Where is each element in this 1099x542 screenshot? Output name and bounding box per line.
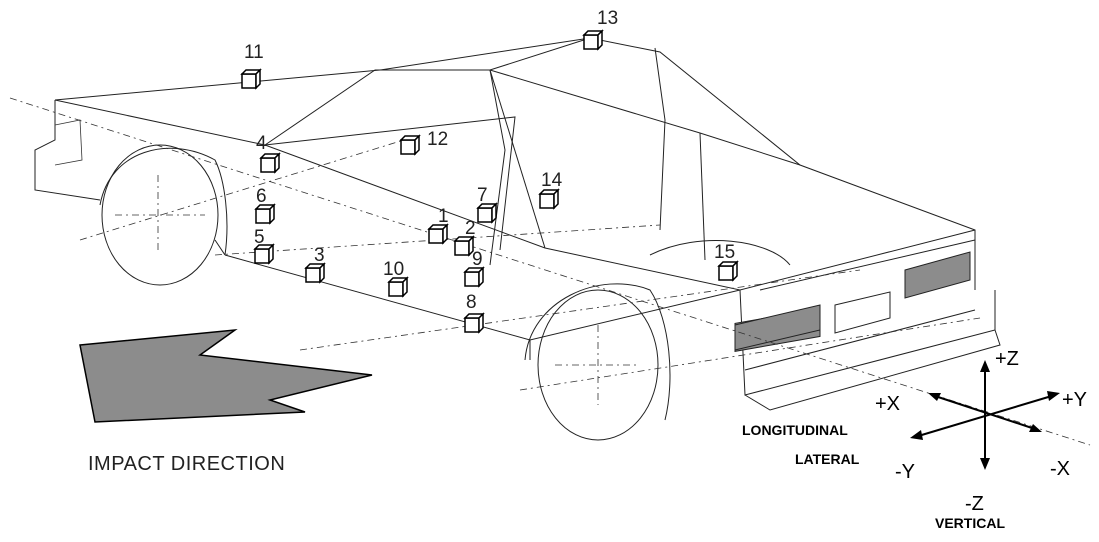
sensor-cube-icon xyxy=(240,68,262,90)
sensor-cube-icon xyxy=(717,260,739,282)
sensor-label: 13 xyxy=(597,8,618,29)
sensor-label: 12 xyxy=(427,129,448,150)
front-wheel xyxy=(99,144,228,286)
rear-wheel xyxy=(524,283,671,441)
impact-direction-caption: IMPACT DIRECTION xyxy=(88,453,285,475)
sensor-label: 9 xyxy=(472,249,483,270)
sensor-cube-icon xyxy=(253,243,275,265)
tail-light-lower xyxy=(734,304,821,351)
sensor-cube-icon xyxy=(387,276,409,298)
vehicle-body xyxy=(34,37,1001,411)
axis-minus-z: -Z xyxy=(965,493,984,515)
sensor-label: 6 xyxy=(256,186,267,207)
tail-light-right xyxy=(904,251,971,299)
sensor-label: 11 xyxy=(244,42,264,63)
sensor-label: 14 xyxy=(541,170,563,191)
sensor-label: 5 xyxy=(254,227,265,248)
label-longitudinal: LONGITUDINAL xyxy=(742,422,848,438)
sensor-label: 8 xyxy=(466,292,477,313)
axis-plus-z: +Z xyxy=(995,348,1019,370)
impact-arrow-icon xyxy=(79,328,373,423)
axis-triad-icon xyxy=(910,360,1060,470)
sensor-label: 15 xyxy=(714,242,735,263)
sensor-cube-icon xyxy=(463,312,485,334)
sensor-label: 3 xyxy=(314,245,325,266)
sensor-cube-icon xyxy=(259,152,281,174)
sensor-label: 7 xyxy=(477,185,488,206)
label-lateral: LATERAL xyxy=(795,451,860,467)
axis-plus-x: +X xyxy=(875,393,900,415)
axis-minus-y: -Y xyxy=(895,461,915,483)
sensor-cube-icon xyxy=(582,29,604,51)
sensor-label: 10 xyxy=(383,259,404,280)
sensor-label: 4 xyxy=(256,133,267,154)
sensor-cube-icon xyxy=(304,262,326,284)
axis-plus-y: +Y xyxy=(1062,389,1087,411)
axis-minus-x: -X xyxy=(1050,458,1070,480)
sensor-cube-icon xyxy=(427,223,449,245)
label-vertical: VERTICAL xyxy=(935,515,1005,531)
sensor-cube-icon xyxy=(476,202,498,224)
sensor-label: 2 xyxy=(465,218,476,239)
sensor-cube-icon xyxy=(538,188,560,210)
sensor-label: 1 xyxy=(438,206,449,227)
sensor-cube-icon xyxy=(254,203,276,225)
sensor-cube-icon xyxy=(463,266,485,288)
sensor-cube-icon xyxy=(453,235,475,257)
sensor-cube-icon xyxy=(399,134,421,156)
